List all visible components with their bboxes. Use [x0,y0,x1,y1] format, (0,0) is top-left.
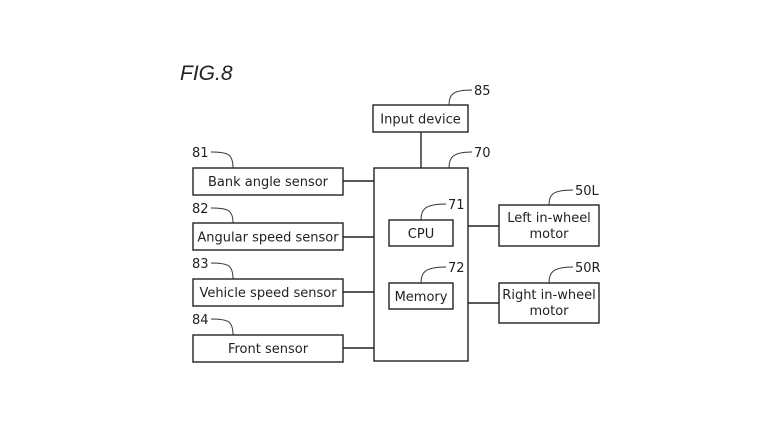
ref-82: 82 [192,202,209,217]
right-motor-label-line1: Right in-wheel [502,288,595,303]
vehicle-speed-sensor-block: Vehicle speed sensor 83 [192,257,343,306]
bank-angle-sensor-label: Bank angle sensor [208,175,329,190]
ref-72: 72 [448,261,465,276]
front-sensor-block: Front sensor 84 [192,313,343,362]
ref-50R: 50R [575,261,601,276]
left-in-wheel-motor-block: Left in-wheel motor 50L [499,184,600,246]
input-device-block: Input device 85 [373,84,491,132]
ref-50L: 50L [575,184,600,199]
front-sensor-label: Front sensor [228,342,309,357]
ref-70: 70 [474,146,491,161]
cpu-label: CPU [408,227,434,242]
ref-71: 71 [448,198,465,213]
angular-speed-sensor-label: Angular speed sensor [197,231,339,246]
left-motor-label-line1: Left in-wheel [507,211,591,226]
ref-84: 84 [192,313,209,328]
left-motor-label-line2: motor [529,227,569,242]
vehicle-speed-sensor-label: Vehicle speed sensor [199,286,337,301]
right-motor-label-line2: motor [529,304,569,319]
ref-85: 85 [474,84,491,99]
angular-speed-sensor-block: Angular speed sensor 82 [192,202,343,250]
input-device-label: Input device [380,113,461,128]
memory-label: Memory [395,290,448,305]
ref-83: 83 [192,257,209,272]
bank-angle-sensor-block: Bank angle sensor 81 [192,146,343,195]
figure-label: FIG.8 [180,62,233,85]
controller-block: 70 [374,146,491,361]
ref-81: 81 [192,146,209,161]
right-in-wheel-motor-block: Right in-wheel motor 50R [499,261,601,323]
